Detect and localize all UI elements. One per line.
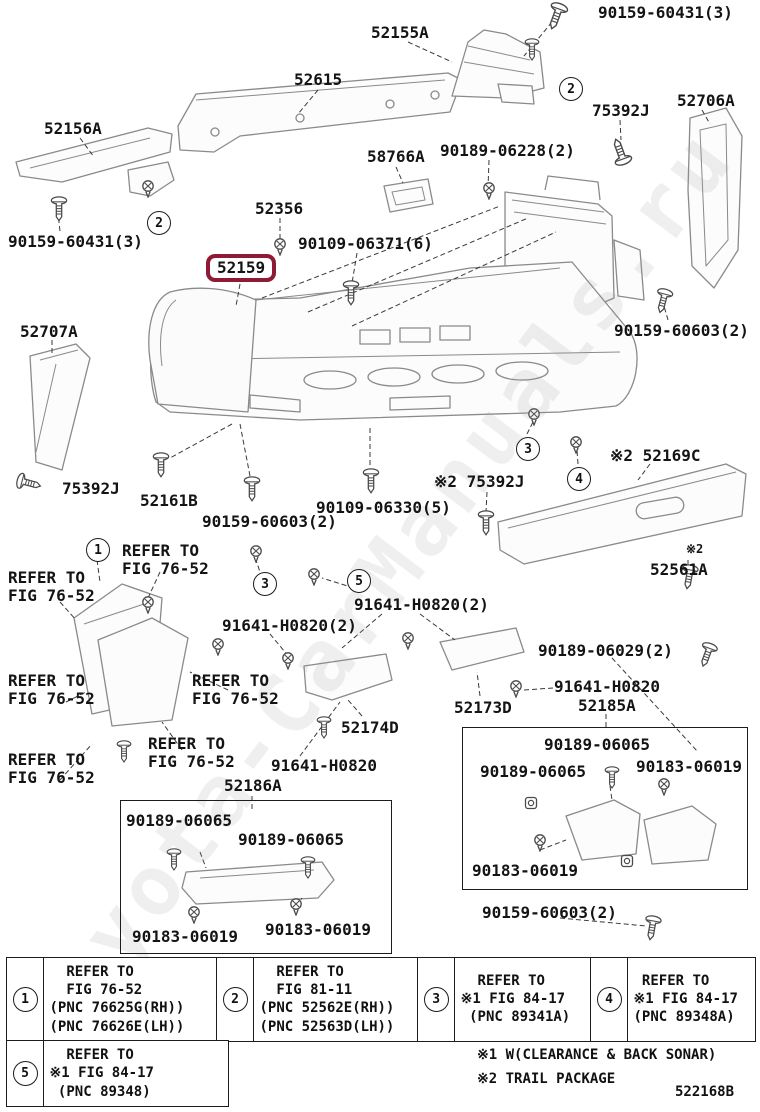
label-52159[interactable]: 52159 [206, 254, 277, 282]
callout-2: 2 [147, 211, 171, 235]
label-90159-60603-2[interactable]: 90159-60603(2) [202, 512, 337, 531]
label-90183-06019[interactable]: 90183-06019 [636, 757, 742, 776]
group-box-52186a [120, 800, 392, 954]
callout-4: 4 [596, 986, 622, 1012]
label-58766a[interactable]: 58766A [367, 147, 425, 166]
callout-3: 3 [423, 986, 449, 1012]
reference-table-row-2: 5 REFER TO ※1 FIG 84-17 (PNC 89348) [6, 1040, 754, 1107]
label-52156a[interactable]: 52156A [44, 119, 102, 138]
diagram-code: 522168B [675, 1084, 735, 1100]
label-52356[interactable]: 52356 [255, 199, 304, 218]
label-refer-to-fig-76-52: REFER TO FIG 76-52 [8, 750, 95, 787]
label-refer-to-fig-76-52: REFER TO FIG 76-52 [8, 568, 95, 605]
label-90189-06065[interactable]: 90189-06065 [126, 811, 232, 830]
bracket-52174D [303, 653, 393, 701]
label-52173d[interactable]: 52173D [454, 698, 512, 717]
label-75392j[interactable]: 75392J [592, 101, 650, 120]
callout-2: 2 [222, 986, 248, 1012]
label-90189-06065[interactable]: 90189-06065 [238, 830, 344, 849]
label-90183-06019[interactable]: 90183-06019 [132, 927, 238, 946]
ref-num-cell-4: 4 [590, 957, 628, 1042]
label-2[interactable]: ※2 [686, 542, 704, 556]
label-52186a[interactable]: 52186A [224, 776, 282, 795]
label-90183-06019[interactable]: 90183-06019 [265, 920, 371, 939]
ref-entry-text: REFER TO ※1 FIG 84-17 (PNC 89341A) [453, 957, 592, 1042]
callout-4: 4 [567, 467, 591, 491]
label-90159-60603-2[interactable]: 90159-60603(2) [482, 903, 617, 922]
label-52615[interactable]: 52615 [294, 70, 343, 89]
label-90159-60431-3[interactable]: 90159-60431(3) [8, 232, 143, 251]
supports-52185A [565, 799, 717, 865]
label-90189-06228-2[interactable]: 90189-06228(2) [440, 141, 575, 160]
bracket-58766A [383, 178, 434, 213]
callout-3: 3 [516, 437, 540, 461]
footnotes: ※1 W(CLEARANCE & BACK SONAR) ※2 TRAIL PAC… [477, 1044, 716, 1092]
callout-3: 3 [253, 572, 277, 596]
callout-2: 2 [559, 77, 583, 101]
label-90183-06019[interactable]: 90183-06019 [472, 861, 578, 880]
label-refer-to-fig-76-52: REFER TO FIG 76-52 [8, 671, 95, 708]
label-52707a[interactable]: 52707A [20, 322, 78, 341]
label-refer-to-fig-76-52: REFER TO FIG 76-52 [122, 541, 209, 578]
ref-entry-text: REFER TO ※1 FIG 84-17 (PNC 89348) [42, 1040, 229, 1107]
label-91641-h0820[interactable]: 91641-H0820 [554, 677, 660, 696]
label-90109-06371-6[interactable]: 90109-06371(6) [298, 234, 433, 253]
ref-num-cell-1: 1 [6, 957, 44, 1042]
support-52156A [15, 127, 175, 197]
label-91641-h0820-2[interactable]: 91641-H0820(2) [354, 595, 489, 614]
label-52174d[interactable]: 52174D [341, 718, 399, 737]
callout-5: 5 [347, 569, 371, 593]
support-52186A [181, 861, 335, 905]
label-refer-to-fig-76-52: REFER TO FIG 76-52 [148, 734, 235, 771]
ref-num-cell-3: 3 [417, 957, 456, 1042]
bracket-52173D [439, 627, 525, 671]
label-91641-h0820-2[interactable]: 91641-H0820(2) [222, 616, 357, 635]
label-90159-60603-2[interactable]: 90159-60603(2) [614, 321, 749, 340]
label-52155a[interactable]: 52155A [371, 23, 429, 42]
footnote: ※1 W(CLEARANCE & BACK SONAR) [477, 1047, 717, 1063]
reference-table-row-1: 1 REFER TO FIG 76-52 (PNC 76625G(RH)) (P… [6, 957, 756, 1042]
callout-1: 1 [12, 986, 38, 1012]
bumper-corner-52159 [148, 287, 257, 413]
callout-1: 1 [86, 538, 110, 562]
group-box-52185a [462, 727, 748, 890]
spoiler-side-52706A [687, 107, 743, 289]
step-pad-52169C [497, 463, 747, 565]
label-90159-60431-3[interactable]: 90159-60431(3) [598, 3, 733, 22]
trim-52707A [29, 343, 91, 471]
ref-entry-text: REFER TO FIG 76-52 (PNC 76625G(RH)) (PNC… [42, 957, 218, 1042]
label-52185a[interactable]: 52185A [578, 696, 636, 715]
ref-entry-text: REFER TO ※1 FIG 84-17 (PNC 89348A) [626, 957, 756, 1042]
callout-5: 5 [12, 1061, 38, 1087]
label-75392j[interactable]: 75392J [62, 479, 120, 498]
label-90189-06065[interactable]: 90189-06065 [544, 735, 650, 754]
label-90189-06029-2[interactable]: 90189-06029(2) [538, 641, 673, 660]
label-90189-06065[interactable]: 90189-06065 [480, 762, 586, 781]
mudguard-parts [73, 583, 189, 727]
ref-entry-text: REFER TO FIG 81-11 (PNC 52562E(RH)) (PNC… [252, 957, 419, 1042]
label-2-52169c[interactable]: ※2 52169C [610, 446, 701, 465]
ref-num-cell-5: 5 [6, 1040, 44, 1107]
label-52706a[interactable]: 52706A [677, 91, 735, 110]
ref-num-cell-2: 2 [216, 957, 254, 1042]
label-2-75392j[interactable]: ※2 75392J [434, 472, 525, 491]
bracket-52155A [451, 29, 545, 105]
footnote: ※2 TRAIL PACKAGE [477, 1070, 616, 1087]
label-52561a[interactable]: 52561A [650, 560, 708, 579]
reinforcement-52615 [177, 72, 463, 153]
label-90109-06330-5[interactable]: 90109-06330(5) [316, 498, 451, 517]
label-91641-h0820[interactable]: 91641-H0820 [271, 756, 377, 775]
label-52161b[interactable]: 52161B [140, 491, 198, 510]
label-refer-to-fig-76-52: REFER TO FIG 76-52 [192, 671, 279, 708]
reference-table: 1 REFER TO FIG 76-52 (PNC 76625G(RH)) (P… [6, 957, 756, 1107]
